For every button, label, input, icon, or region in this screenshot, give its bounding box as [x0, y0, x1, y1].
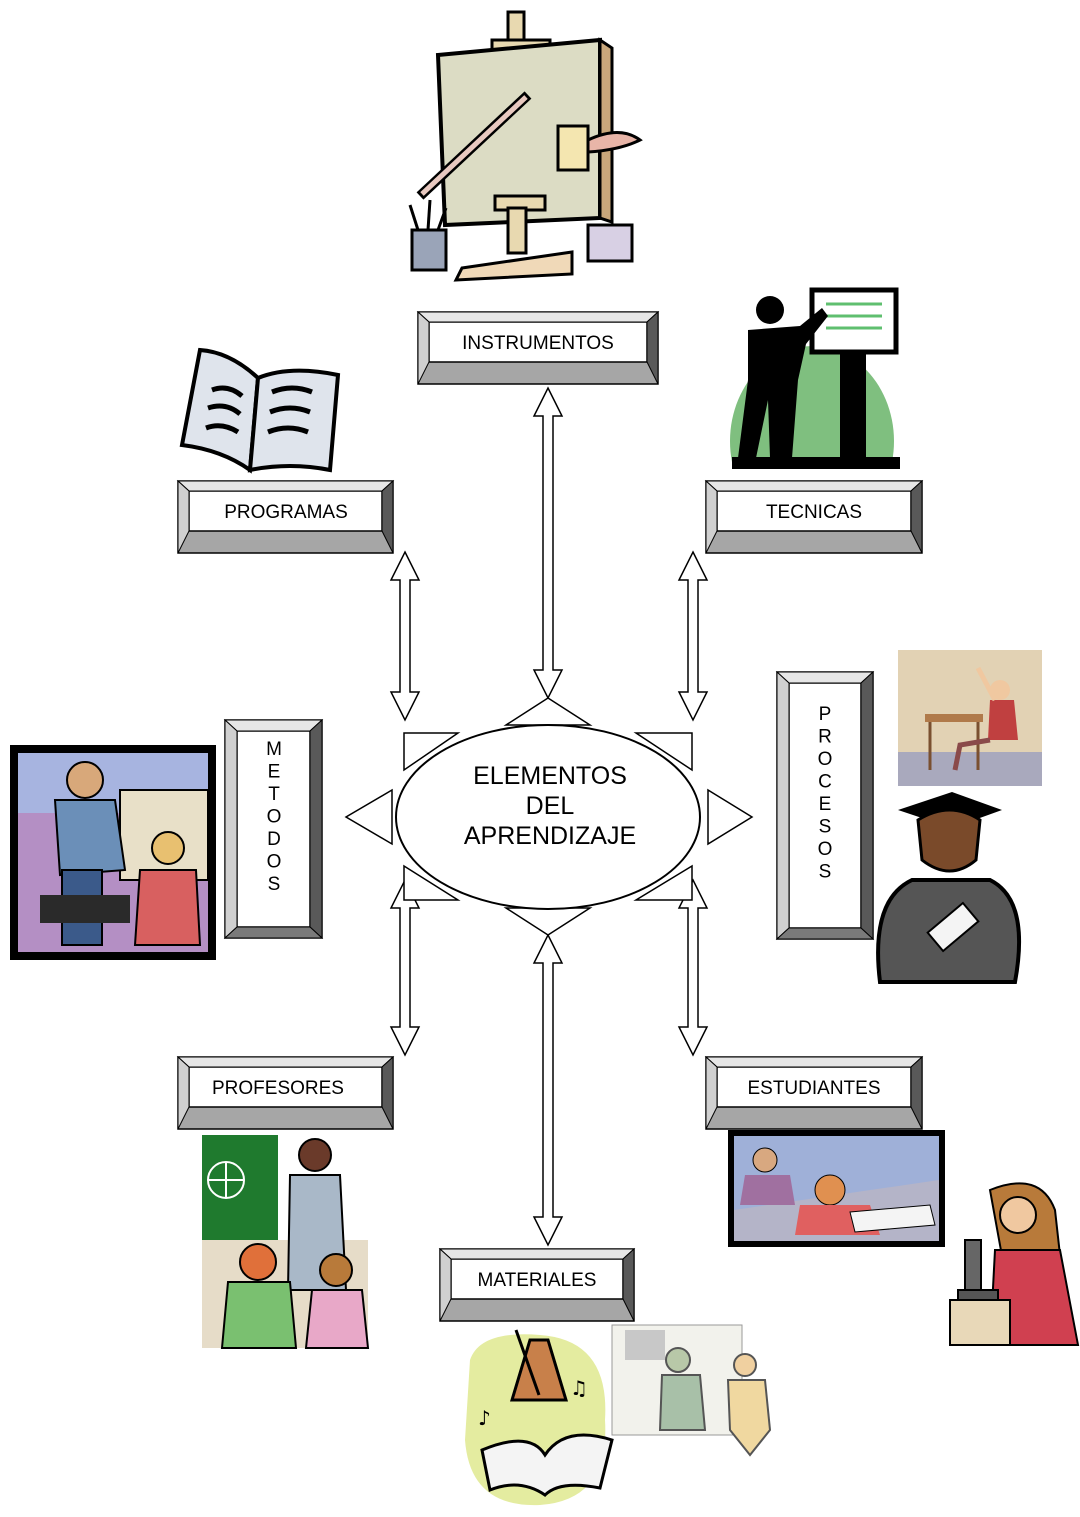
teacher-chalkboard-icon — [202, 1135, 370, 1349]
box-estudiantes: ESTUDIANTES — [704, 1055, 924, 1130]
arrow-programas — [389, 550, 421, 722]
student-raising-hand-icon — [898, 650, 1042, 786]
box-instrumentos: INSTRUMENTOS — [416, 310, 660, 385]
svg-text:♪: ♪ — [478, 1406, 491, 1430]
graduate-icon — [876, 792, 1022, 984]
teacher-computer-class-icon — [10, 745, 216, 960]
tecnicas-label: TECNICAS — [766, 502, 862, 523]
instrumentos-label: INSTRUMENTOS — [462, 333, 614, 354]
center-line-2: DEL — [526, 792, 575, 820]
center-line-3: APRENDIZAJE — [464, 822, 636, 850]
microscope-student-icon — [949, 1182, 1080, 1346]
students-writing-icon — [728, 1130, 945, 1247]
boxes-group: INSTRUMENTOS PROGRAMAS TECNICAS PROFESOR… — [176, 310, 924, 1322]
open-book-icon — [179, 347, 341, 474]
box-tecnicas: TECNICAS — [704, 479, 924, 554]
materiales-label: MATERIALES — [478, 1270, 597, 1291]
programas-label: PROGRAMAS — [224, 502, 348, 523]
library-people-icon — [611, 1324, 772, 1457]
center-line-1: ELEMENTOS — [473, 762, 627, 790]
estudiantes-label: ESTUDIANTES — [747, 1078, 880, 1099]
arrow-tecnicas — [677, 550, 709, 722]
center-node: ELEMENTOS DEL APRENDIZAJE — [344, 697, 754, 936]
presenter-board-icon — [729, 287, 900, 469]
profesores-label: PROFESORES — [212, 1078, 344, 1099]
easel-painting-icon — [408, 10, 643, 282]
arrow-profesores — [389, 878, 421, 1057]
box-programas: PROGRAMAS — [176, 479, 395, 554]
arrow-estudiantes — [677, 878, 709, 1057]
metronome-music-book-icon: ♪ ♫ — [465, 1329, 614, 1506]
box-materiales: MATERIALES — [438, 1247, 636, 1322]
box-profesores: PROFESORES — [176, 1055, 395, 1130]
arrow-materiales — [532, 933, 564, 1247]
svg-text:♫: ♫ — [570, 1376, 588, 1400]
arrow-instrumentos — [532, 386, 564, 700]
